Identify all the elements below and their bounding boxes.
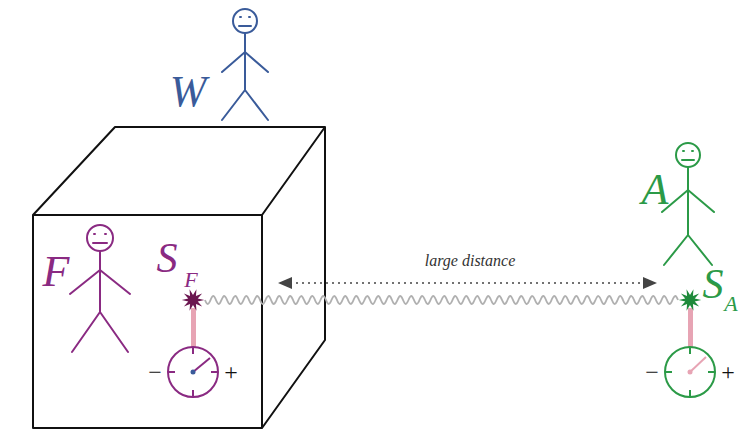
dial-pivot (688, 370, 693, 375)
entanglement-wave (205, 296, 678, 304)
system-label: S (703, 263, 724, 305)
dial-needle (690, 357, 706, 372)
figure-head (233, 9, 257, 33)
stick-figure-a (662, 143, 714, 265)
cube-box (33, 127, 325, 428)
stick-figure-w (222, 9, 268, 120)
particle-shape (678, 288, 702, 312)
arrow-head (278, 277, 292, 289)
dial-needle (193, 358, 210, 372)
detector-stick (688, 308, 693, 348)
observer-label: A (642, 168, 669, 212)
detector-stick (191, 308, 196, 348)
figure-body (662, 167, 714, 265)
particle-star (679, 289, 702, 310)
dial-f (168, 347, 218, 397)
observer-label: F (43, 250, 70, 294)
distance-label: large distance (425, 253, 516, 269)
dotted-line (290, 282, 645, 284)
dial-ticks (665, 347, 715, 397)
system-label: S (157, 237, 178, 279)
particle-shape (181, 288, 205, 312)
dial-sign: + (224, 360, 238, 384)
dial-pivot (191, 370, 196, 375)
arrow-head (643, 277, 657, 289)
dial-sign: − (148, 360, 162, 384)
figure-head (676, 143, 700, 167)
dial-face (168, 347, 218, 397)
dial-sign: + (721, 360, 735, 384)
figure-head (87, 225, 113, 251)
figure-face (239, 17, 251, 26)
particle-star (182, 289, 205, 310)
system-subscript: F (184, 269, 197, 291)
cube-top (33, 127, 325, 215)
cube-front (33, 215, 262, 428)
figure-face (93, 234, 107, 243)
cube-side (262, 127, 325, 428)
dial-ticks (168, 347, 218, 397)
figure-body (70, 251, 130, 352)
dial-a (665, 347, 715, 397)
figure-body (222, 33, 268, 120)
particle-node: SF (181, 288, 205, 312)
dial-sign: − (645, 360, 659, 384)
figure-face (682, 151, 694, 160)
observer-label: W (170, 70, 207, 114)
dial-face (665, 347, 715, 397)
distance-arrow (278, 277, 657, 289)
particle-node: SA (678, 288, 702, 312)
stick-figure-f (70, 225, 130, 352)
system-subscript: A (724, 293, 737, 315)
